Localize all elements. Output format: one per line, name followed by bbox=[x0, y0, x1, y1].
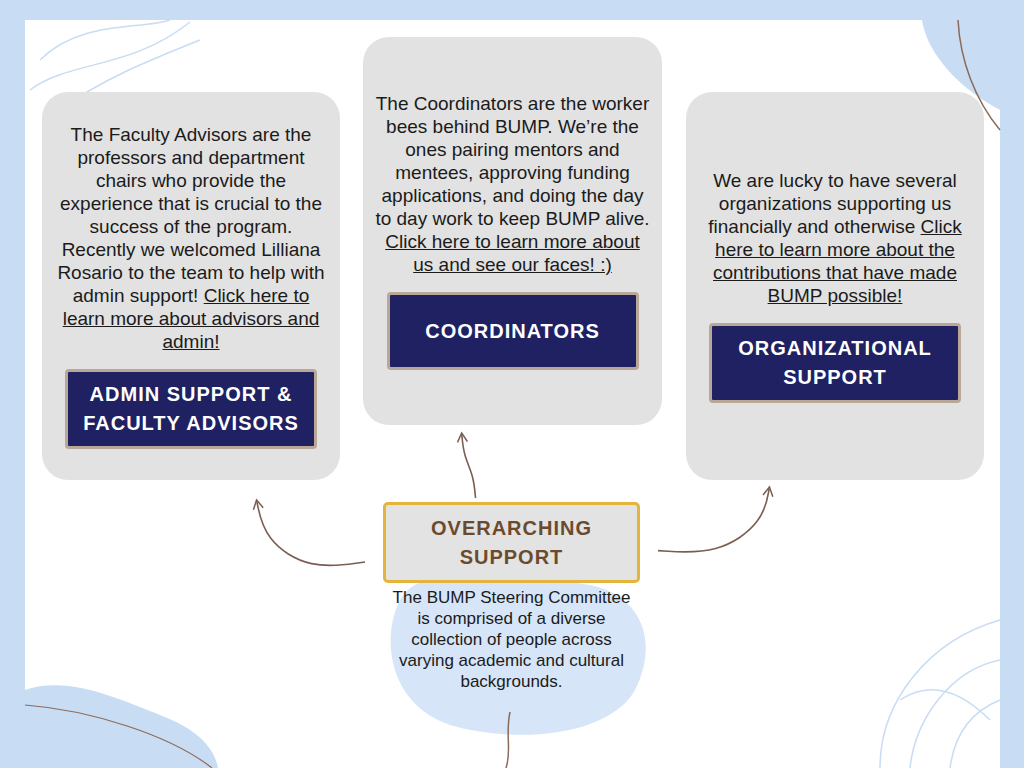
nav-button: ADMIN SUPPORT & FACULTY ADVISORS bbox=[65, 369, 317, 449]
card-link: Click here to learn more about us and se… bbox=[385, 231, 640, 275]
connector-arrow bbox=[257, 500, 365, 565]
card-paragraph: The Faculty Advisors are the professors … bbox=[53, 123, 329, 353]
card-paragraph: The Coordinators are the worker bees beh… bbox=[375, 92, 651, 276]
decor-blob bbox=[391, 574, 646, 735]
nav-button: ORGANIZATIONAL SUPPORT bbox=[709, 323, 961, 403]
card-text: We are lucky to have several organizatio… bbox=[708, 170, 957, 237]
info-card: The Faculty Advisors are the professors … bbox=[42, 92, 340, 480]
button-label: ORGANIZATIONAL SUPPORT bbox=[718, 334, 952, 392]
hub-description: The BUMP Steering Committee is comprised… bbox=[392, 587, 632, 692]
info-card: We are lucky to have several organizatio… bbox=[686, 92, 984, 480]
button-label: ADMIN SUPPORT & FACULTY ADVISORS bbox=[74, 380, 308, 438]
card-text: The Coordinators are the worker bees beh… bbox=[375, 93, 649, 229]
info-card: The Coordinators are the worker bees beh… bbox=[363, 37, 662, 425]
hub-box: OVERARCHING SUPPORT The BUMP Steering Com… bbox=[383, 502, 640, 692]
hub-heading: OVERARCHING SUPPORT bbox=[392, 514, 631, 572]
corner-blob bbox=[25, 685, 218, 768]
nav-button: COORDINATORS bbox=[387, 292, 639, 370]
decor-line bbox=[506, 712, 510, 768]
white-panel bbox=[25, 20, 1000, 768]
connector-arrow bbox=[462, 433, 476, 498]
card-paragraph: We are lucky to have several organizatio… bbox=[697, 169, 973, 307]
decor-swirl bbox=[880, 620, 1000, 768]
decor-line bbox=[25, 705, 212, 768]
connector-arrow bbox=[658, 487, 769, 552]
hub-border: OVERARCHING SUPPORT bbox=[383, 502, 640, 583]
card-text: The Faculty Advisors are the professors … bbox=[57, 124, 324, 306]
button-label: COORDINATORS bbox=[425, 317, 600, 346]
